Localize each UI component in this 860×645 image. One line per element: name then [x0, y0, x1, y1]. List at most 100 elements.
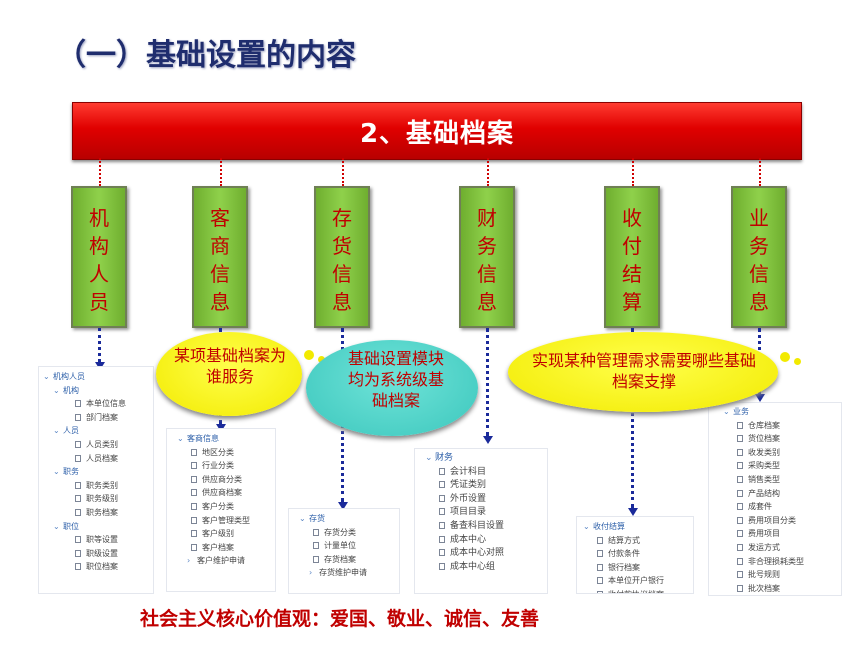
tree-row[interactable]: 供应商档案	[177, 486, 275, 500]
chevron-down-icon[interactable]: ⌄	[53, 426, 60, 436]
document-icon	[737, 421, 743, 429]
tree-row-label: 费用项目	[748, 529, 780, 539]
tree-row-label: 职务级别	[86, 494, 118, 504]
tree-row[interactable]: ⌄存货	[299, 512, 399, 526]
chevron-down-icon[interactable]: ⌄	[43, 372, 50, 381]
chevron-right-icon[interactable]: ›	[187, 556, 191, 566]
tree-row-label: 职位	[63, 521, 79, 531]
tree-row[interactable]: 本单位开户银行	[583, 574, 693, 588]
tree-row[interactable]: 职务级别	[43, 492, 153, 506]
tree-row[interactable]: 仓库档案	[723, 419, 841, 433]
tree-row-label: 非合理损耗类型	[748, 556, 804, 566]
tree-row[interactable]: 费用项目	[723, 527, 841, 541]
tree-row[interactable]: 行业分类	[177, 459, 275, 473]
tree-row[interactable]: 职级设置	[43, 547, 153, 561]
tree-row-label: 收发类别	[748, 447, 780, 457]
tree-row[interactable]: 职位档案	[43, 560, 153, 574]
tree-row[interactable]: 客户分类	[177, 500, 275, 514]
tree-row[interactable]: 凭证类别	[425, 479, 547, 493]
tree-row[interactable]: 供应商分类	[177, 473, 275, 487]
tree-row[interactable]: ›存货维护申请	[299, 566, 399, 580]
tree-row[interactable]: 批次档案	[723, 582, 841, 595]
tree-row[interactable]: 存货档案	[299, 553, 399, 567]
tree-row[interactable]: 费用项目分类	[723, 514, 841, 528]
chevron-down-icon[interactable]: ⌄	[723, 407, 730, 416]
tree-row[interactable]: 客户管理类型	[177, 514, 275, 528]
tree-row[interactable]: 客户级别	[177, 527, 275, 541]
tree-row[interactable]: ⌄业务	[723, 405, 841, 419]
category-box-org: 机构人员	[71, 186, 127, 328]
tree-row[interactable]: 人员类别	[43, 438, 153, 452]
tree-row[interactable]: 计量单位	[299, 539, 399, 553]
tree-row[interactable]: ⌄机构	[43, 384, 153, 398]
document-icon	[597, 577, 603, 585]
tree-row[interactable]: 成本中心对照	[425, 547, 547, 561]
tree-row-label: 批号规则	[748, 570, 780, 580]
document-icon	[439, 562, 445, 570]
chevron-right-icon[interactable]: ›	[309, 568, 313, 578]
chevron-down-icon[interactable]: ⌄	[53, 467, 60, 477]
tree-row[interactable]: 项目目录	[425, 506, 547, 520]
tree-row[interactable]: 原因码档案	[723, 595, 841, 596]
document-icon	[75, 454, 81, 462]
tree-row-label: 银行档案	[608, 562, 640, 572]
category-label: 机构人员	[89, 206, 109, 314]
tree-row[interactable]: 地区分类	[177, 446, 275, 460]
tree-row[interactable]: 本单位信息	[43, 397, 153, 411]
chevron-down-icon[interactable]: ⌄	[53, 521, 60, 531]
tree-row[interactable]: 收发类别	[723, 446, 841, 460]
document-icon	[737, 584, 743, 592]
bubble-tail-dot	[304, 350, 314, 360]
document-icon	[439, 535, 445, 543]
tree-row[interactable]: 收付款协议档案	[583, 588, 693, 593]
tree-row[interactable]: 发运方式	[723, 541, 841, 555]
tree-row[interactable]: 外币设置	[425, 493, 547, 507]
tree-row[interactable]: 存货分类	[299, 526, 399, 540]
document-icon	[439, 508, 445, 516]
chevron-down-icon[interactable]: ⌄	[425, 453, 433, 463]
tree-row[interactable]: ⌄收付结算	[583, 520, 693, 534]
tree-row[interactable]: 备查科目设置	[425, 520, 547, 534]
tree-row[interactable]: 银行档案	[583, 561, 693, 575]
chevron-down-icon[interactable]: ⌄	[53, 385, 60, 395]
tree-row[interactable]: 成本中心组	[425, 561, 547, 575]
bubble-tail-dot	[780, 352, 790, 362]
tree-row[interactable]: ⌄财务	[425, 452, 547, 466]
tree-row[interactable]: ⌄人员	[43, 424, 153, 438]
tree-row[interactable]: 职等设置	[43, 533, 153, 547]
tree-row[interactable]: 成套件	[723, 500, 841, 514]
tree-row[interactable]: 会计科目	[425, 466, 547, 480]
tree-row[interactable]: 非合理损耗类型	[723, 555, 841, 569]
tree-row[interactable]: 批号规则	[723, 568, 841, 582]
tree-row[interactable]: 人员档案	[43, 452, 153, 466]
tree-row[interactable]: 产品结构	[723, 487, 841, 501]
tree-row[interactable]: 结算方式	[583, 534, 693, 548]
tree-row[interactable]: ⌄客商信息	[177, 432, 275, 446]
document-icon	[191, 543, 197, 551]
tree-row[interactable]: 客户档案	[177, 541, 275, 555]
tree-row[interactable]: ⌄机构人员	[43, 370, 153, 384]
document-icon	[597, 550, 603, 558]
tree-row[interactable]: 部门档案	[43, 411, 153, 425]
document-icon	[75, 495, 81, 503]
bubble-left: 某项基础档案为谁服务	[156, 332, 302, 416]
tree-row[interactable]: 职务档案	[43, 506, 153, 520]
tree-row[interactable]: 付款条件	[583, 547, 693, 561]
chevron-down-icon[interactable]: ⌄	[299, 514, 306, 523]
bubble-middle: 基础设置模块均为系统级基础档案	[306, 340, 478, 436]
tree-row[interactable]: 成本中心	[425, 534, 547, 548]
tree-row[interactable]: 销售类型	[723, 473, 841, 487]
tree-row[interactable]: ⌄职位	[43, 520, 153, 534]
tree-row-label: 财务	[435, 453, 454, 463]
tree-row-label: 项目目录	[450, 507, 487, 518]
tree-row[interactable]: 职务类别	[43, 479, 153, 493]
chevron-down-icon[interactable]: ⌄	[583, 522, 590, 531]
tree-row-label: 部门档案	[86, 412, 118, 422]
tree-row[interactable]: ⌄职务	[43, 465, 153, 479]
tree-row[interactable]: 采购类型	[723, 459, 841, 473]
chevron-down-icon[interactable]: ⌄	[177, 434, 184, 443]
tree-row-label: 客户管理类型	[202, 515, 250, 525]
category-box-merchant: 客商信息	[192, 186, 248, 328]
tree-row[interactable]: 货位档案	[723, 432, 841, 446]
tree-row[interactable]: ›客户维护申请	[177, 554, 275, 568]
